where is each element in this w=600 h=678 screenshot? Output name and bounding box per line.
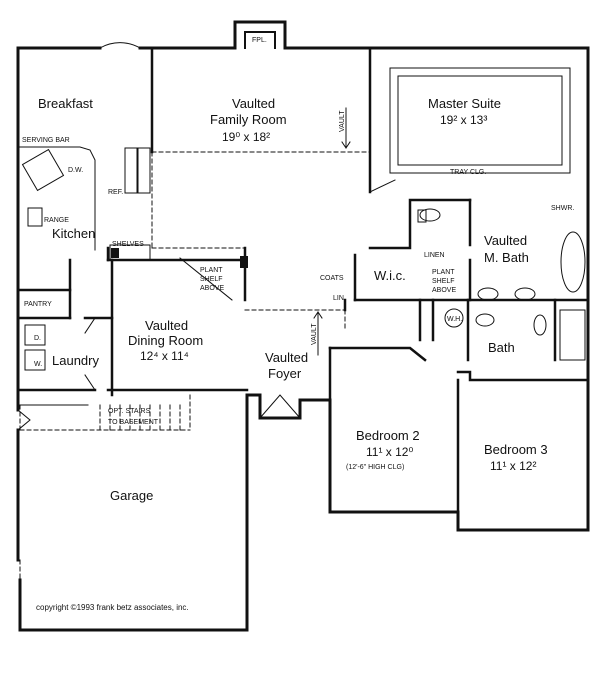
dw-label: D.W. <box>68 167 83 174</box>
dining-room-label-1: Vaulted <box>145 318 188 333</box>
pantry-label: PANTRY <box>24 301 52 308</box>
opt-stairs-label: OPT. STAIRS <box>108 408 151 415</box>
garage-label: Garage <box>110 488 153 503</box>
family-room-label-1: Vaulted <box>232 96 275 111</box>
vault-arrows <box>179 107 351 356</box>
master-suite-label: Master Suite <box>428 96 501 111</box>
interior-walls <box>16 46 590 514</box>
master-bath-label-1: Vaulted <box>484 233 527 248</box>
plant-shelf-bath-1: PLANT <box>432 269 455 276</box>
water-heater-label: W.H. <box>447 316 462 323</box>
plant-shelf-label-1: PLANT <box>200 267 223 274</box>
plant-shelf-label-3: ABOVE <box>200 285 224 292</box>
fixtures <box>19 67 586 406</box>
plant-shelf-bath-2: SHELF <box>432 278 455 285</box>
foyer-label-2: Foyer <box>268 366 302 381</box>
range-label: RANGE <box>44 217 69 224</box>
dining-room-dim: 12⁴ x 11⁴ <box>140 349 189 363</box>
dining-room-label-2: Dining Room <box>128 333 203 348</box>
fireplace <box>244 31 276 49</box>
to-basement-label: TO BASEMENT <box>108 419 159 426</box>
kitchen-label: Kitchen <box>52 226 95 241</box>
washer-label: W. <box>34 361 42 368</box>
door-swings <box>17 42 396 431</box>
family-room-dim: 19⁰ x 18² <box>222 130 270 144</box>
vault-label-family: VAULT <box>339 110 346 132</box>
breakfast-label: Breakfast <box>38 96 93 111</box>
wic-label: W.i.c. <box>374 268 406 283</box>
lin-label: LIN. <box>333 295 346 302</box>
bedroom2-label: Bedroom 2 <box>356 428 420 443</box>
ceiling-lines <box>19 151 371 581</box>
tray-clg-label: TRAY CLG. <box>450 169 486 176</box>
dryer-label: D. <box>34 335 41 342</box>
exterior-walls <box>16 20 590 632</box>
bedroom2-ceiling-note: (12'-6" HIGH CLG) <box>346 464 404 471</box>
copyright-text: copyright ©1993 frank betz associates, i… <box>36 603 189 612</box>
vault-label-foyer: VAULT <box>311 323 318 345</box>
fireplace-label: FPL. <box>252 37 267 44</box>
linen-label: LINEN <box>424 252 445 259</box>
bath-label: Bath <box>488 340 515 355</box>
bedroom3-dim: 11¹ x 12² <box>490 459 536 473</box>
master-suite-dim: 19² x 13³ <box>440 113 487 127</box>
shower-label: SHWR. <box>551 205 574 212</box>
plant-shelf-label-2: SHELF <box>200 276 223 283</box>
master-bath-label-2: M. Bath <box>484 250 529 265</box>
ref-label: REF. <box>108 189 123 196</box>
serving-bar-label: SERVING BAR <box>22 137 70 144</box>
laundry-label: Laundry <box>52 353 99 368</box>
plant-shelf-bath-3: ABOVE <box>432 287 456 294</box>
bedroom2-dim: 11¹ x 12⁰ <box>366 445 413 459</box>
family-room-label-2: Family Room <box>210 112 287 127</box>
bedroom3-label: Bedroom 3 <box>484 442 548 457</box>
shelves-label: SHELVES <box>112 241 144 248</box>
foyer-label-1: Vaulted <box>265 350 308 365</box>
coats-label: COATS <box>320 275 344 282</box>
